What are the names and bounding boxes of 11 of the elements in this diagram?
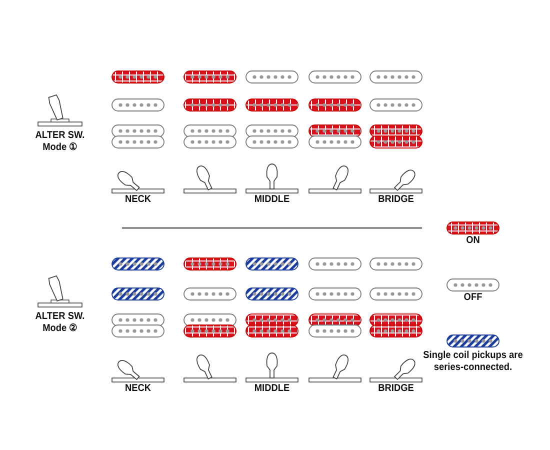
legend-label: OFF xyxy=(464,292,482,304)
position-label: MIDDLE xyxy=(254,194,290,206)
switch-label: ALTER SW. Mode ② xyxy=(35,311,85,335)
position-label: MIDDLE xyxy=(254,383,290,395)
position-label: BRIDGE xyxy=(378,383,414,395)
position-label: NECK xyxy=(124,194,152,206)
switch-label: ALTER SW. Mode ① xyxy=(35,130,85,154)
position-label: BRIDGE xyxy=(378,194,414,206)
position-label: NECK xyxy=(124,383,152,395)
legend-label: ON xyxy=(466,235,480,247)
legend-label: Single coil pickups are series-connected. xyxy=(422,350,524,374)
